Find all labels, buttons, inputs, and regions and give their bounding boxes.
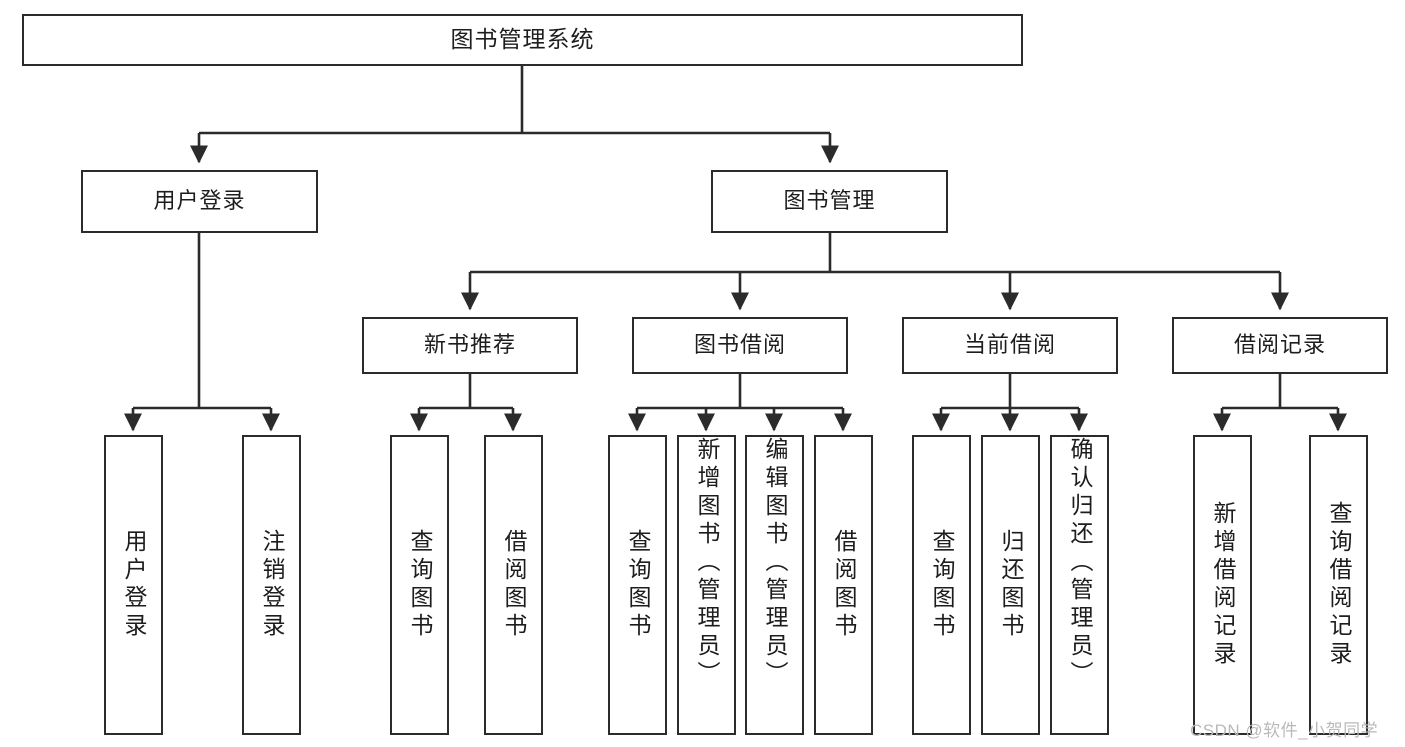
leaf-current-borrow-query-book[interactable]: 查询图书 [912, 435, 971, 735]
leaf-book-borrow-edit-book-admin[interactable]: 编辑图书（管理员） [745, 435, 804, 735]
node-label: 查询借阅记录 [1326, 501, 1352, 669]
node-label: 新书推荐 [423, 332, 516, 358]
node-root-book-management-system[interactable]: 图书管理系统 [22, 14, 1023, 66]
node-book-management[interactable]: 图书管理 [711, 170, 948, 233]
watermark-text: CSDN @软件_小贺同学 [1190, 721, 1379, 740]
node-label: 归还图书 [998, 529, 1024, 641]
node-user-login[interactable]: 用户登录 [81, 170, 318, 233]
node-label: 借阅图书 [831, 529, 857, 641]
node-label: 借阅记录 [1233, 332, 1326, 358]
node-current-borrow[interactable]: 当前借阅 [902, 317, 1118, 374]
leaf-new-book-borrow-book[interactable]: 借阅图书 [484, 435, 543, 735]
node-label: 新增图书（管理员） [694, 437, 720, 689]
node-book-borrow[interactable]: 图书借阅 [632, 317, 848, 374]
node-label: 图书管理系统 [450, 26, 595, 53]
node-borrow-record[interactable]: 借阅记录 [1172, 317, 1388, 374]
leaf-borrow-record-query-record[interactable]: 查询借阅记录 [1309, 435, 1368, 735]
node-label: 确认归还（管理员） [1067, 437, 1093, 689]
node-label: 注销登录 [259, 529, 285, 641]
node-label: 用户登录 [121, 529, 147, 641]
leaf-user-login-logout[interactable]: 注销登录 [242, 435, 301, 735]
leaf-book-borrow-query-book[interactable]: 查询图书 [608, 435, 667, 735]
leaf-new-book-query-book[interactable]: 查询图书 [390, 435, 449, 735]
node-label: 图书管理 [783, 188, 876, 214]
node-new-book-recommend[interactable]: 新书推荐 [362, 317, 578, 374]
leaf-current-borrow-confirm-return-admin[interactable]: 确认归还（管理员） [1050, 435, 1109, 735]
node-label: 图书借阅 [693, 332, 786, 358]
node-label: 查询图书 [625, 529, 651, 641]
node-label: 查询图书 [929, 529, 955, 641]
node-label: 编辑图书（管理员） [762, 437, 788, 689]
node-label: 借阅图书 [501, 529, 527, 641]
leaf-borrow-record-add-record[interactable]: 新增借阅记录 [1193, 435, 1252, 735]
leaf-book-borrow-add-book-admin[interactable]: 新增图书（管理员） [677, 435, 736, 735]
node-label: 新增借阅记录 [1210, 501, 1236, 669]
node-label: 当前借阅 [963, 332, 1056, 358]
node-label: 查询图书 [407, 529, 433, 641]
leaf-user-login-login[interactable]: 用户登录 [104, 435, 163, 735]
leaf-book-borrow-borrow-book[interactable]: 借阅图书 [814, 435, 873, 735]
node-label: 用户登录 [153, 188, 246, 214]
leaf-current-borrow-return-book[interactable]: 归还图书 [981, 435, 1040, 735]
